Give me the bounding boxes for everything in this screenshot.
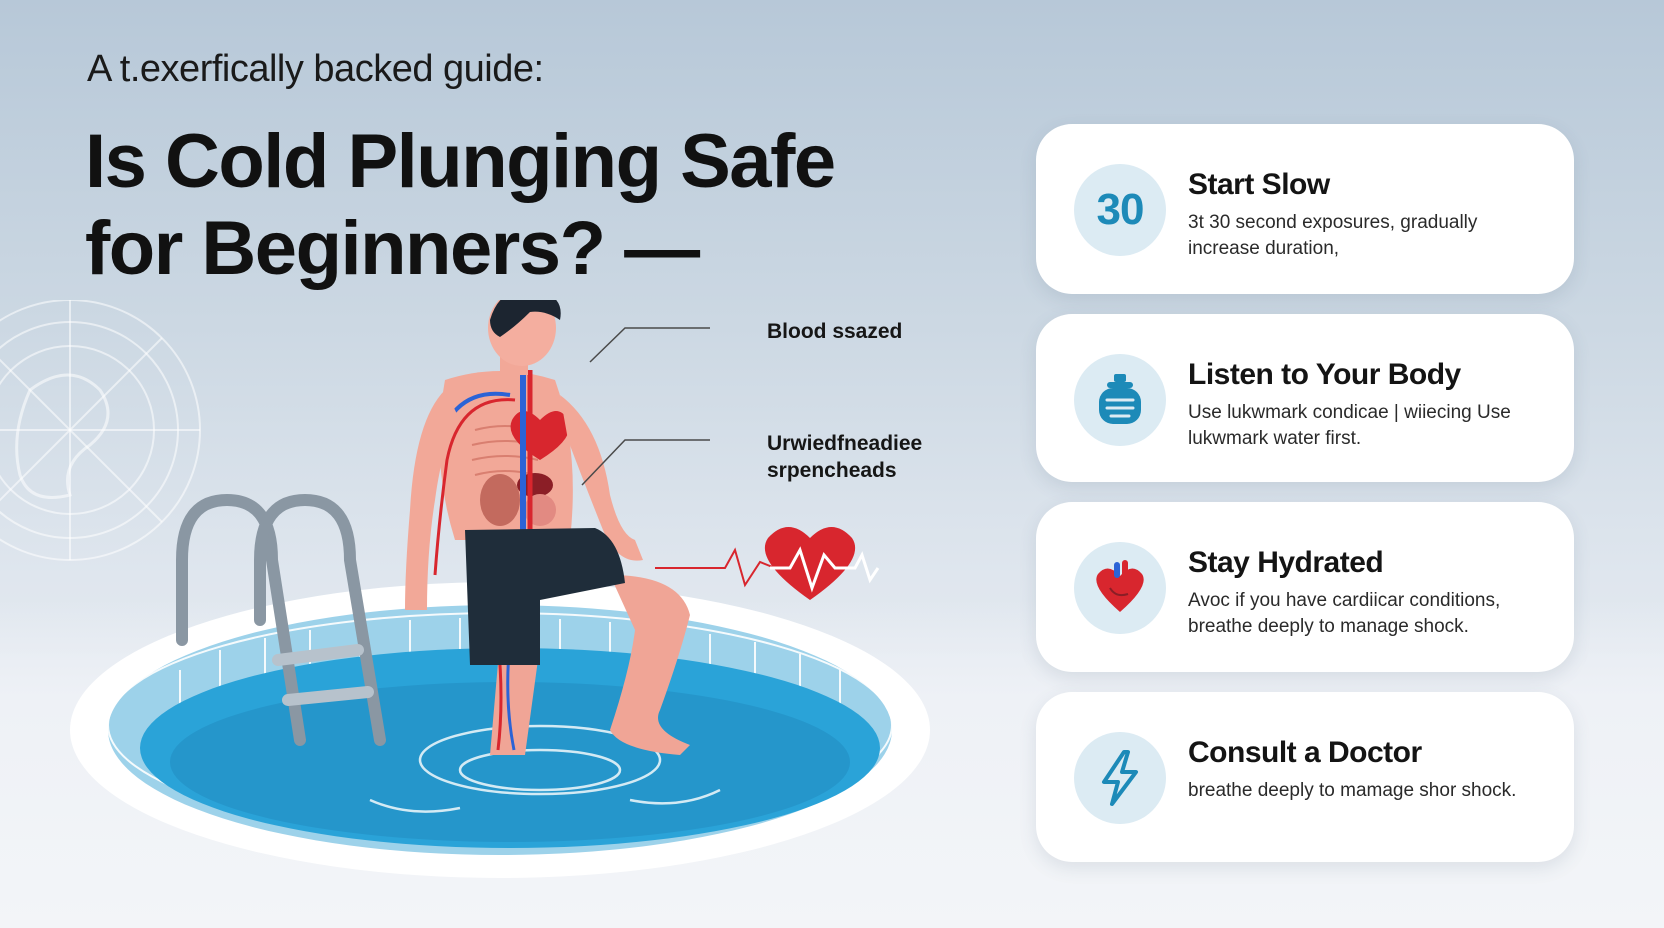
card-title: Listen to Your Body: [1188, 358, 1461, 391]
cold-plunge-illustration: [70, 300, 930, 878]
card-title: Consult a Doctor: [1188, 736, 1422, 769]
card-body: breathe deeply to mamage shor shock.: [1188, 780, 1517, 801]
card-body: Avoc if you have cardiicar conditions, b…: [1188, 590, 1501, 637]
water-jar-icon: [1074, 354, 1166, 446]
tip-card-start-slow: 30 Start Slow 3t 30 second exposures, gr…: [1036, 124, 1574, 294]
page-headline: Is Cold Plunging Safe for Beginners? —: [85, 119, 836, 291]
pool-ladder: [176, 493, 386, 746]
callout-line: srpencheads: [767, 459, 897, 482]
tip-card-consult-doctor: Consult a Doctor breathe deeply to mamag…: [1036, 692, 1574, 862]
badge-number: 30: [1096, 185, 1145, 234]
tip-card-listen-to-body: Listen to Your Body Use lukwmark condica…: [1036, 314, 1574, 482]
callout-line: Urwiedfneadiee: [767, 432, 923, 455]
heartbeat-line: [655, 547, 776, 588]
callout-vessels: Urwiedfneadiee srpencheads: [767, 430, 922, 484]
card-title: Start Slow: [1188, 168, 1330, 201]
card-body: Use lukwmark condicae | wiiecing Use luk…: [1188, 402, 1511, 449]
card-body: 3t 30 second exposures, gradually increa…: [1188, 212, 1478, 259]
stopwatch-30-badge: 30: [1074, 164, 1166, 256]
heart-graphic: [764, 527, 856, 600]
callout-line: Blood ssazed: [767, 320, 903, 343]
callout-blood: Blood ssazed: [767, 318, 902, 345]
card-title: Stay Hydrated: [1188, 546, 1384, 579]
eyebrow-subtitle: A t.exerfically backed guide:: [87, 48, 544, 90]
heart-icon: [1074, 542, 1166, 634]
decorative-circle-pattern: [0, 300, 201, 561]
tips-card-list: 30 Start Slow 3t 30 second exposures, gr…: [1036, 124, 1576, 882]
lightning-icon: [1074, 732, 1166, 824]
tip-card-stay-hydrated: Stay Hydrated Avoc if you have cardiicar…: [1036, 502, 1574, 672]
